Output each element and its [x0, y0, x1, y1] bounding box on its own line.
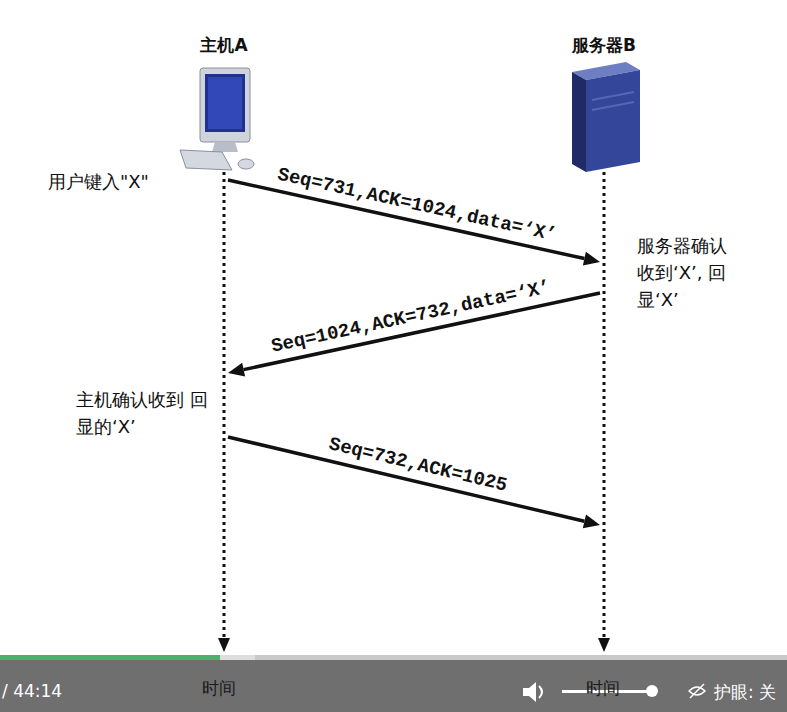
server-icon: [572, 62, 640, 172]
computer-icon: [200, 68, 250, 142]
lifeline-line: [600, 172, 608, 652]
note-text: 主机确认收到 回显的‘X’: [76, 386, 216, 440]
arrow-line: [228, 437, 584, 521]
computer-icon: [238, 159, 254, 169]
server-icon: [592, 102, 634, 110]
computer-icon: [208, 77, 242, 129]
node-title: 服务器B: [572, 34, 636, 57]
dotted-line: [223, 172, 226, 640]
player-text: 时间: [586, 677, 620, 700]
server-icon: [592, 92, 634, 100]
node-title: 主机A: [200, 34, 247, 57]
arrow-head: [218, 638, 230, 652]
arrow-head: [228, 363, 245, 377]
video-player-bar: [0, 655, 787, 712]
video-player-bar: [0, 655, 220, 660]
arrow-head: [583, 252, 600, 266]
video-player-bar: [0, 655, 787, 712]
note-text: 服务器确认 收到‘X’, 回显‘X’: [637, 232, 747, 313]
computer-icon: [212, 142, 238, 152]
video-player-bar: [690, 684, 704, 698]
video-player-bar: [0, 655, 787, 660]
message-label: Seq=731,ACK=1024,data=‘X’: [274, 164, 561, 248]
server-icon: [586, 70, 640, 172]
player-text: 护眼: 关: [714, 681, 776, 704]
note-text: 用户键入"X": [48, 168, 208, 195]
server-icon: [572, 72, 586, 172]
video-player-bar: [646, 685, 658, 697]
dotted-line: [603, 172, 606, 640]
computer-icon: [180, 68, 254, 170]
lifeline: 服务器B: [600, 172, 608, 652]
video-player-bar: [539, 686, 542, 698]
video-player-bar: [523, 682, 536, 702]
message-label: Seq=732,ACK=1025: [324, 433, 510, 497]
message-arrow: [228, 437, 600, 528]
arrow-head: [583, 515, 600, 529]
lifeline: 主机A: [220, 172, 228, 652]
computer-icon: [180, 150, 232, 170]
player-text: / 44:14: [2, 681, 62, 701]
player-text: 时间: [202, 677, 236, 700]
arrow-head: [598, 638, 610, 652]
message-label: Seq=1024,ACK=732,data=‘X’: [267, 276, 554, 358]
computer-icon: [205, 74, 245, 132]
lifeline-line: [220, 172, 228, 652]
video-player-bar: [0, 655, 255, 660]
